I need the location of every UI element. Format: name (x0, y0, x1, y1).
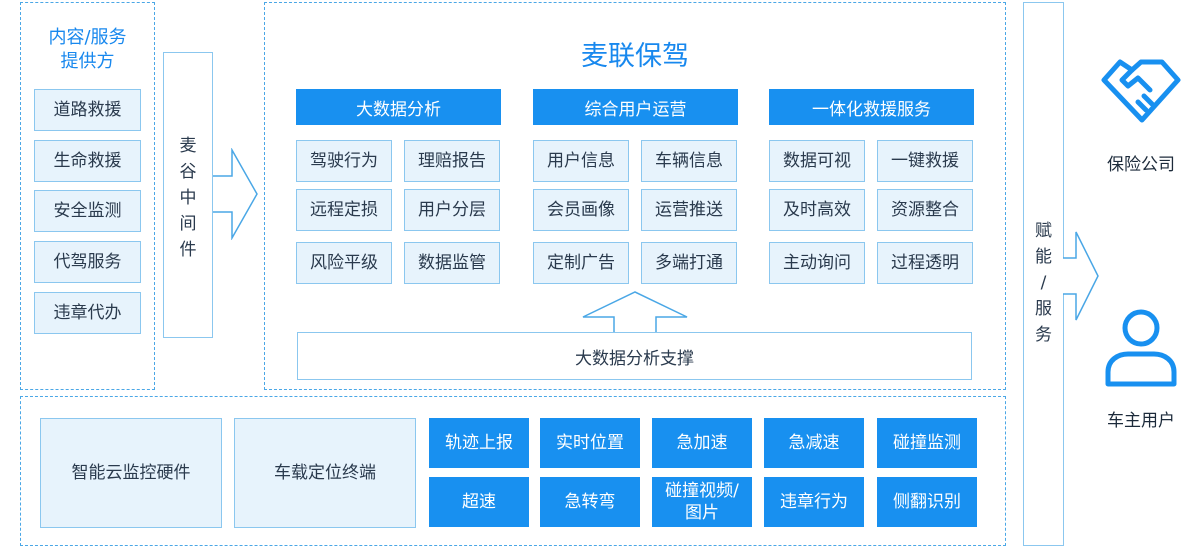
provider-title: 内容/服务 提供方 (20, 26, 155, 74)
capability-box: 超速 (429, 477, 529, 527)
provider-item-life-rescue: 生命救援 (34, 140, 141, 182)
column-header-user-ops: 综合用户运营 (533, 89, 738, 125)
feature-box: 会员画像 (533, 189, 629, 231)
empower-char: 务 (1035, 325, 1052, 345)
empower-arrow-icon (1063, 231, 1099, 321)
feature-box: 驾驶行为 (296, 140, 392, 182)
support-bar: 大数据分析支撑 (297, 332, 972, 380)
column-header-rescue: 一体化救援服务 (769, 89, 974, 125)
column-header-big-data: 大数据分析 (296, 89, 501, 125)
feature-box: 定制广告 (533, 242, 629, 284)
feature-box: 理赔报告 (404, 140, 500, 182)
middleware-label: 麦 谷 中 间 件 (163, 133, 213, 263)
feature-box: 多端打通 (641, 242, 737, 284)
empower-char: 服 (1035, 299, 1052, 319)
terminal-box: 车载定位终端 (234, 418, 416, 528)
owner-label: 车主用户 (1107, 411, 1175, 431)
feature-box: 用户分层 (404, 189, 500, 231)
provider-item-driving-service: 代驾服务 (34, 241, 141, 283)
center-panel (264, 2, 1006, 390)
user-icon (1105, 309, 1177, 387)
capability-box: 侧翻识别 (877, 477, 977, 527)
empower-label: 赋 能 / 服 务 (1023, 218, 1064, 348)
provider-panel (20, 2, 155, 390)
capability-box: 轨迹上报 (429, 418, 529, 468)
feature-box: 用户信息 (533, 140, 629, 182)
feature-box: 运营推送 (641, 189, 737, 231)
handshake-icon (1101, 59, 1181, 123)
middleware-char: 中 (179, 188, 197, 208)
empower-char: 能 (1035, 247, 1052, 267)
middleware-arrow-icon (213, 148, 258, 240)
feature-box: 数据监管 (404, 242, 500, 284)
empower-box (1023, 2, 1064, 546)
center-title: 麦联保驾 (581, 41, 689, 72)
feature-box: 远程定损 (296, 189, 392, 231)
feature-box: 数据可视 (769, 140, 865, 182)
feature-box: 一键救援 (877, 140, 973, 182)
hardware-box: 智能云监控硬件 (40, 418, 222, 528)
capability-box: 碰撞视频/图片 (652, 477, 752, 527)
provider-title-line1: 内容/服务 (48, 27, 127, 48)
middleware-char: 件 (179, 240, 197, 260)
provider-item-violation-handling: 违章代办 (34, 292, 141, 334)
middleware-char: 间 (179, 214, 197, 234)
feature-box: 资源整合 (877, 189, 973, 231)
feature-box: 风险平级 (296, 242, 392, 284)
feature-box: 车辆信息 (641, 140, 737, 182)
provider-title-line2: 提供方 (60, 51, 115, 72)
bottom-panel (20, 396, 1006, 546)
capability-box: 急转弯 (540, 477, 640, 527)
feature-box: 过程透明 (877, 242, 973, 284)
feature-box: 主动询问 (769, 242, 865, 284)
capability-box: 碰撞监测 (877, 418, 977, 468)
feature-box: 及时高效 (769, 189, 865, 231)
capability-box: 实时位置 (540, 418, 640, 468)
capability-box: 急减速 (764, 418, 864, 468)
middleware-char: 麦 (179, 136, 197, 156)
provider-item-road-rescue: 道路救援 (34, 89, 141, 131)
middleware-box (163, 52, 213, 338)
empower-char: 赋 (1035, 221, 1052, 241)
provider-item-safety-monitor: 安全监测 (34, 190, 141, 232)
middleware-char: 谷 (179, 162, 197, 182)
support-up-arrow-icon (582, 291, 688, 334)
capability-box: 急加速 (652, 418, 752, 468)
empower-char: / (1040, 273, 1047, 293)
insurance-label: 保险公司 (1107, 155, 1175, 175)
capability-box: 违章行为 (764, 477, 864, 527)
